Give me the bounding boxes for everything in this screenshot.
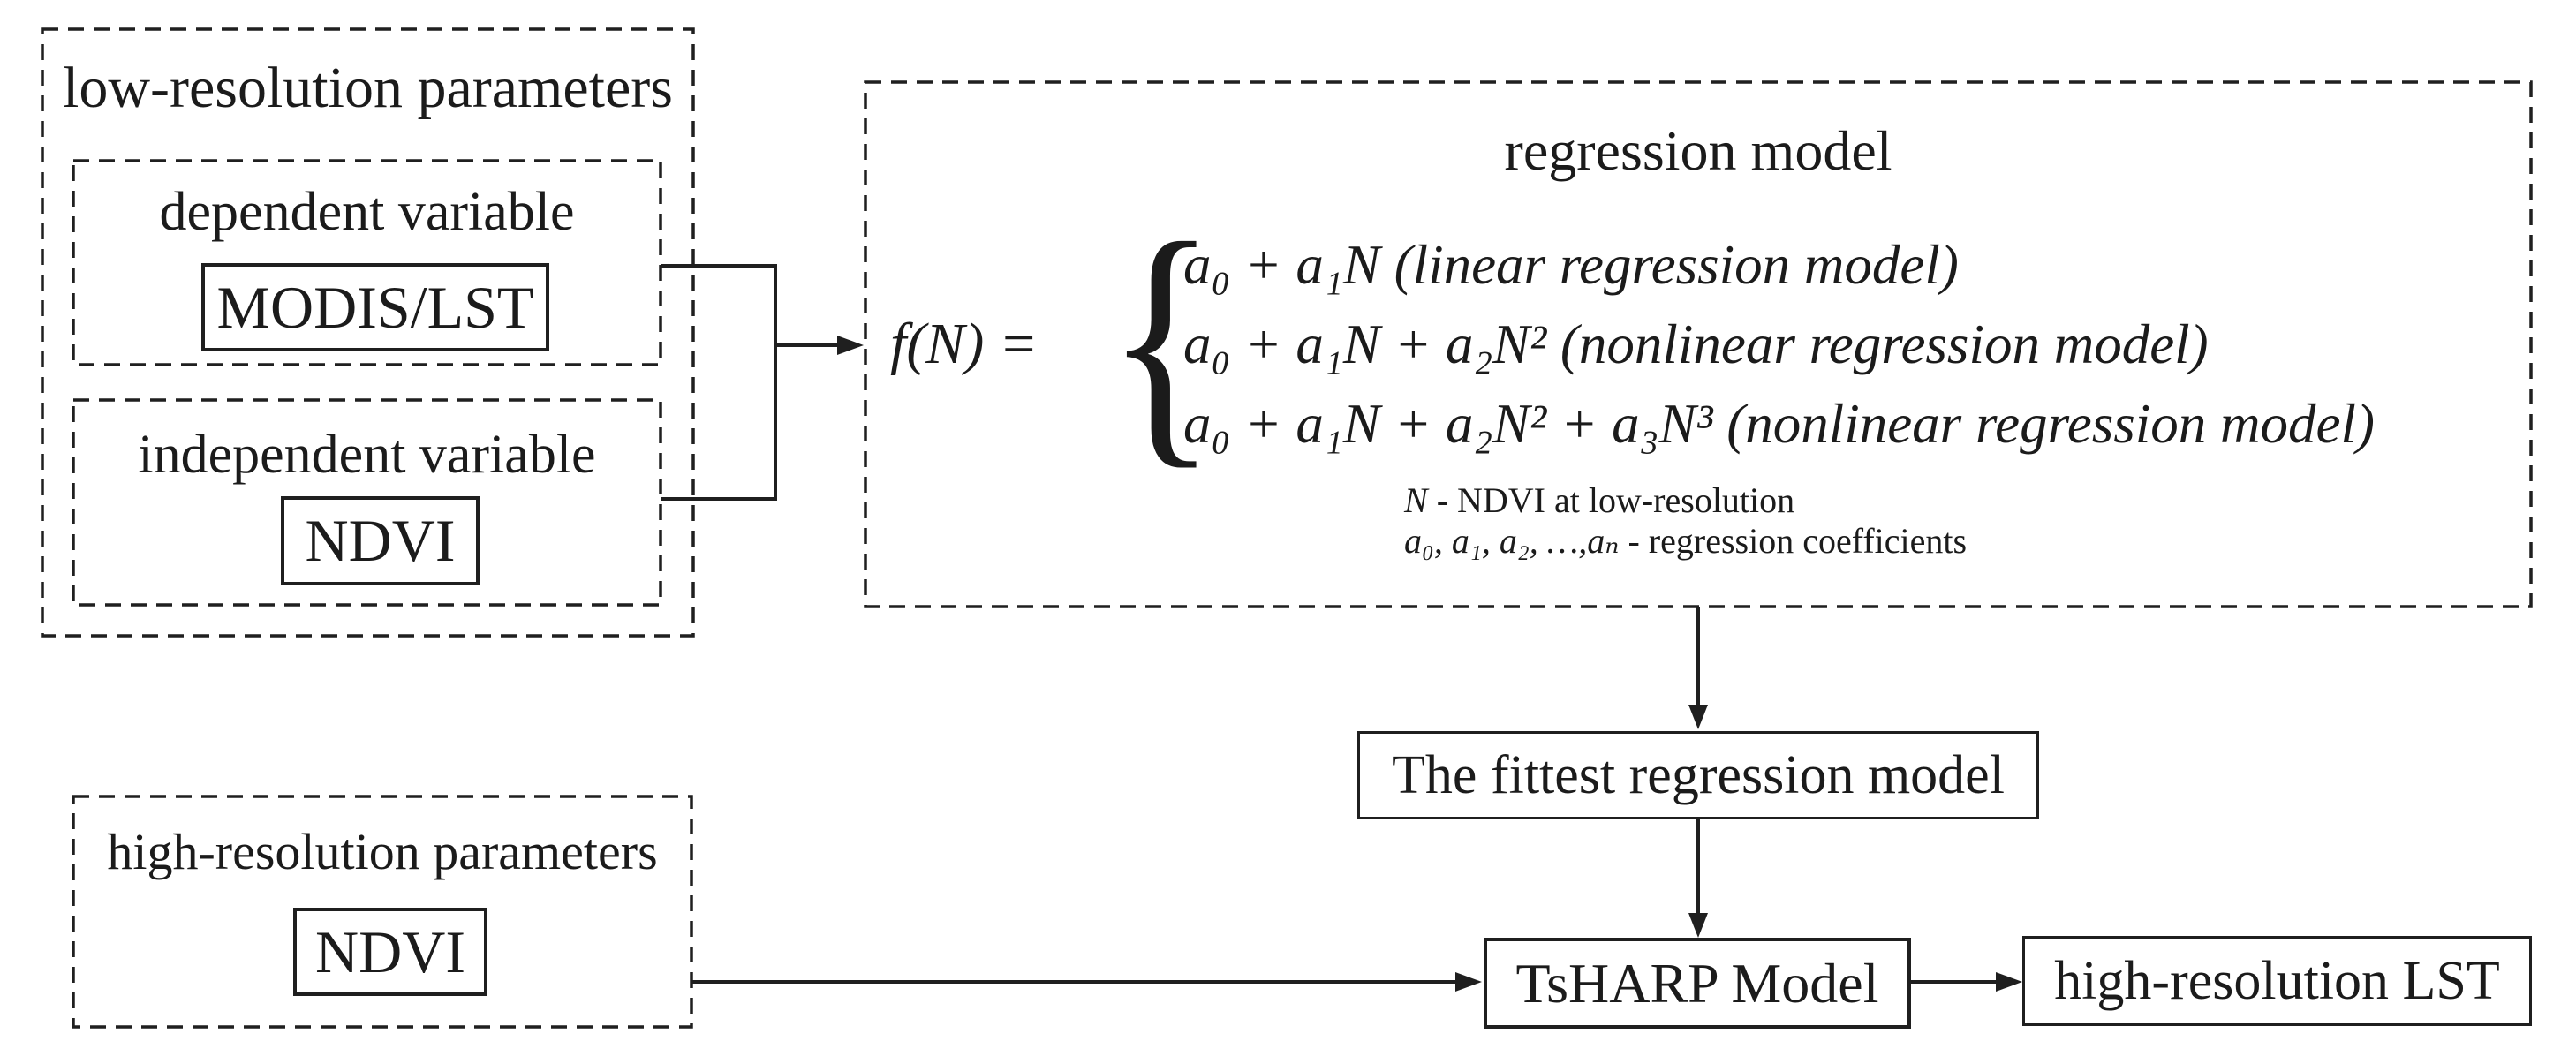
modis-lst-text: MODIS/LST — [216, 273, 534, 341]
ndvi-high-res-box: NDVI — [293, 908, 487, 996]
note-ndvi-definition: N- NDVI at low-resolution — [1404, 481, 1794, 520]
note-coefficients-symbols: a₀, a₁, a₂, …,aₙ — [1404, 521, 1620, 561]
arrow-regression-to-fittest-head — [1688, 705, 1708, 729]
dependent-variable-label: dependent variable — [159, 182, 575, 242]
ndvi-low-res-box: NDVI — [281, 496, 480, 585]
high-res-lst-text: high-resolution LST — [2054, 950, 2500, 1011]
note-coefficients-definition: a₀, a₁, a₂, …,aₙ- regression coefficient… — [1404, 522, 1967, 561]
fittest-regression-model-box: The fittest regression model — [1357, 731, 2039, 819]
merge-bracket-connector — [661, 264, 777, 501]
arrow-fittest-to-tsharp-head — [1688, 913, 1708, 938]
low-res-group-title: low-resolution parameters — [63, 56, 673, 120]
tsharp-model-box: TsHARP Model — [1484, 938, 1911, 1029]
note-ndvi-text: - NDVI at low-resolution — [1436, 480, 1795, 520]
dependent-variable-border — [72, 159, 662, 366]
regression-case-linear: a₀ + a₁N (linear regression model) — [1183, 234, 1959, 296]
independent-variable-label: independent variable — [138, 425, 596, 485]
regression-case-quadratic: a₀ + a₁N + a₂N² (nonlinear regression mo… — [1183, 313, 2209, 375]
note-ndvi-symbol: N — [1404, 480, 1428, 520]
cases-brace: { — [1106, 188, 1218, 491]
arrow-to-regression-head — [837, 336, 864, 355]
high-res-group-border — [72, 795, 693, 1029]
high-res-lst-box: high-resolution LST — [2022, 936, 2532, 1026]
arrow-highres-to-tsharp-head — [1455, 972, 1482, 992]
regression-lhs: f(N) = — [890, 312, 1039, 376]
regression-title: regression model — [1504, 119, 1892, 182]
tsharp-model-text: TsHARP Model — [1515, 951, 1879, 1015]
regression-case-cubic: a₀ + a₁N + a₂N² + a₃N³ (nonlinear regres… — [1183, 393, 2375, 455]
high-res-group-title: high-resolution parameters — [107, 823, 658, 880]
independent-variable-border — [72, 398, 662, 607]
arrow-tsharp-to-lst-head — [1996, 972, 2022, 992]
ndvi-low-res-text: NDVI — [305, 507, 456, 574]
low-res-group-border — [41, 27, 695, 638]
note-coefficients-text: - regression coefficients — [1628, 521, 1968, 561]
ndvi-high-res-text: NDVI — [315, 917, 465, 985]
modis-lst-box: MODIS/LST — [201, 263, 549, 351]
fittest-regression-model-text: The fittest regression model — [1392, 744, 2005, 805]
